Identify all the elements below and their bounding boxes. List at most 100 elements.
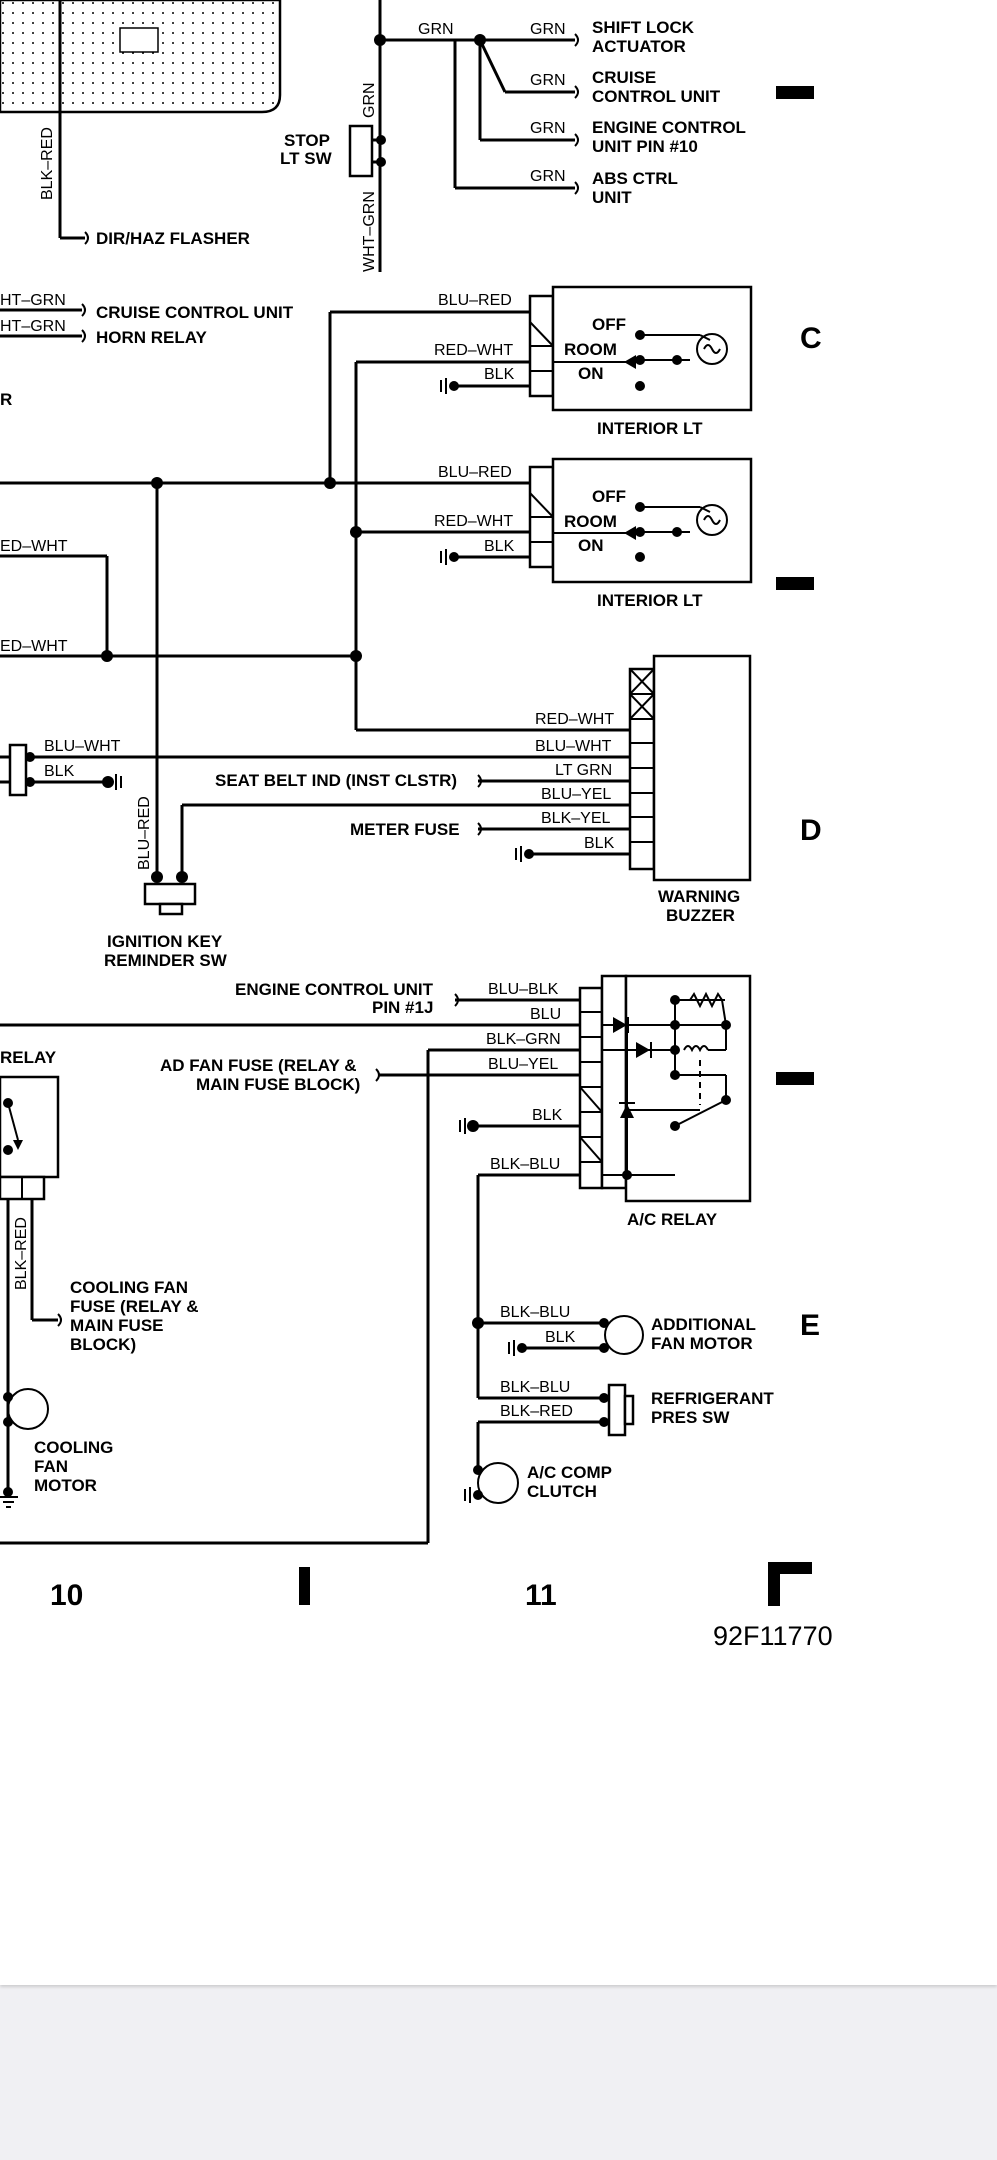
refrigerant-pressure-switch <box>607 1383 627 1437</box>
cruise-horn-section: HT–GRN HT–GRN CRUISE CONTROL UNIT HORN R… <box>0 292 294 409</box>
stop-lamp-switch <box>348 124 374 178</box>
label-lt-sw: LT SW <box>280 149 333 168</box>
label-blk-red-cooling: BLK–RED <box>13 1217 30 1290</box>
label-fan-motor: FAN MOTOR <box>651 1334 753 1353</box>
label-unit-pin-10: UNIT PIN #10 <box>592 137 698 156</box>
grid-tick-10-11 <box>299 1567 310 1605</box>
label-blu: BLU <box>530 1006 561 1023</box>
label-blk-fan: BLK <box>545 1329 576 1346</box>
grid-col-10: 10 <box>50 1579 83 1612</box>
grid-tick-ab <box>776 86 814 99</box>
label-reminder-sw: REMINDER SW <box>104 951 228 970</box>
label-cruise: CRUISE <box>592 68 656 87</box>
label-cruise-control-unit: CRUISE CONTROL UNIT <box>96 303 294 322</box>
ac-relay <box>624 974 752 1203</box>
label-shift-lock: SHIFT LOCK <box>592 18 695 37</box>
label-cooling: COOLING <box>34 1438 113 1457</box>
label-blk-buzzer: BLK <box>584 835 615 852</box>
label-horn-relay: HORN RELAY <box>96 328 207 347</box>
label-interior-lt-2: INTERIOR LT <box>597 591 703 610</box>
label-red-wht-partial-1: ED–WHT <box>0 538 68 555</box>
label-blu-red-lt1: BLU–RED <box>438 292 512 309</box>
label-red-wht-partial-2: ED–WHT <box>0 638 68 655</box>
label-seat-belt-ind: SEAT BELT IND (INST CLSTR) <box>215 771 457 790</box>
grid-tick-de <box>776 1072 814 1085</box>
label-wht-grn-1: HT–GRN <box>0 292 66 309</box>
label-relay-partial: RELAY <box>0 1048 57 1067</box>
label-dir-haz-flasher: DIR/HAZ FLASHER <box>96 229 250 248</box>
diagram-page: BLK–RED DIR/HAZ FLASHER GRN GRN WHT–GRN … <box>0 0 997 1985</box>
dotted-component-window <box>119 27 159 53</box>
label-meter-fuse: METER FUSE <box>350 820 460 839</box>
label-cooling-fan-fuse-3: MAIN FUSE <box>70 1316 164 1335</box>
label-fan: FAN <box>34 1457 68 1476</box>
label-ac-relay: A/C RELAY <box>627 1210 718 1229</box>
label-on-1: ON <box>578 364 604 383</box>
label-on-2: ON <box>578 536 604 555</box>
label-cooling-fan-fuse-2: FUSE (RELAY & <box>70 1297 198 1316</box>
label-blk-lt2: BLK <box>484 538 515 555</box>
label-abs-unit: UNIT <box>592 188 632 207</box>
label-blu-blk: BLU–BLK <box>488 981 559 998</box>
interior-light-section: ED–WHT ED–WHT BLU–RED RED–WHT BLK BLU–RE… <box>0 285 822 732</box>
label-red-wht-lt2: RED–WHT <box>434 513 513 530</box>
label-wht-grn-vertical: WHT–GRN <box>361 191 378 272</box>
label-actuator: ACTUATOR <box>592 37 686 56</box>
label-wht-grn-2: HT–GRN <box>0 318 66 335</box>
label-buzzer: BUZZER <box>666 906 735 925</box>
label-blk-lt1: BLK <box>484 366 515 383</box>
additional-fan-motor <box>604 1315 644 1355</box>
grid-row-c: C <box>800 322 822 355</box>
label-cooling-fan-fuse-1: COOLING FAN <box>70 1278 188 1297</box>
label-blu-wht-buzzer: BLU–WHT <box>535 738 612 755</box>
figure-code: 92F11770 <box>713 1621 833 1651</box>
label-grn-ecu: GRN <box>530 120 566 137</box>
label-stop: STOP <box>284 131 330 150</box>
ac-compressor-clutch <box>477 1462 519 1504</box>
label-red-wht-buzzer: RED–WHT <box>535 711 614 728</box>
label-blk-left: BLK <box>44 763 75 780</box>
warning-buzzer-section: BLU–WHT BLK BLU–RED IGNITION KEY REMINDE… <box>0 483 822 1085</box>
label-grn-trunk: GRN <box>418 21 454 38</box>
grid-row-e: E <box>800 1309 820 1342</box>
dotted-component <box>0 0 282 114</box>
label-ad-fan-fuse-line1: AD FAN FUSE (RELAY & <box>160 1056 356 1075</box>
wiring-diagram: BLK–RED DIR/HAZ FLASHER GRN GRN WHT–GRN … <box>0 0 833 1651</box>
ac-relay-section: ENGINE CONTROL UNIT PIN #1J BLU–BLK BLU … <box>0 974 820 1545</box>
cooling-fan-motor <box>7 1388 49 1430</box>
label-grn-vertical: GRN <box>361 82 378 118</box>
top-section: BLK–RED DIR/HAZ FLASHER GRN GRN WHT–GRN … <box>0 0 814 272</box>
label-pres-sw: PRES SW <box>651 1408 730 1427</box>
label-blu-yel-buzzer: BLU–YEL <box>541 786 611 803</box>
label-engine-control: ENGINE CONTROL <box>592 118 746 137</box>
label-red-wht-lt1: RED–WHT <box>434 342 513 359</box>
grid-row-d: D <box>800 814 822 847</box>
label-off-2: OFF <box>592 487 626 506</box>
label-warning: WARNING <box>658 887 740 906</box>
label-ad-fan-fuse-line2: MAIN FUSE BLOCK) <box>196 1075 360 1094</box>
label-control-unit: CONTROL UNIT <box>592 87 721 106</box>
grid-tick-cd <box>776 577 814 590</box>
label-room-1: ROOM <box>564 340 617 359</box>
label-blk-grn: BLK–GRN <box>486 1031 561 1048</box>
label-motor: MOTOR <box>34 1476 97 1495</box>
warning-buzzer <box>652 654 752 882</box>
grid-corner-mark <box>768 1562 812 1606</box>
label-ecu-pin-1j-line2: PIN #1J <box>372 998 433 1017</box>
bottom-grid: 10 11 92F11770 <box>50 1562 833 1651</box>
label-off-1: OFF <box>592 315 626 334</box>
grid-col-11: 11 <box>525 1579 557 1612</box>
label-grn-cruise: GRN <box>530 72 566 89</box>
label-blk-blu-pres: BLK–BLU <box>500 1379 570 1396</box>
label-blk-blu-fan: BLK–BLU <box>500 1304 570 1321</box>
label-blu-yel-relay: BLU–YEL <box>488 1056 558 1073</box>
label-blk-relay: BLK <box>532 1107 563 1124</box>
interior-light-2: OFF ROOM ON INTERIOR LT <box>528 457 753 610</box>
ignition-key-reminder-switch <box>143 882 197 906</box>
label-cooling-fan-fuse-4: BLOCK) <box>70 1335 136 1354</box>
label-refrigerant: REFRIGERANT <box>651 1389 774 1408</box>
label-ecu-pin-1j-line1: ENGINE CONTROL UNIT <box>235 980 434 999</box>
label-partial-r: R <box>0 390 12 409</box>
label-blk-yel: BLK–YEL <box>541 810 610 827</box>
label-clutch: CLUTCH <box>527 1482 597 1501</box>
